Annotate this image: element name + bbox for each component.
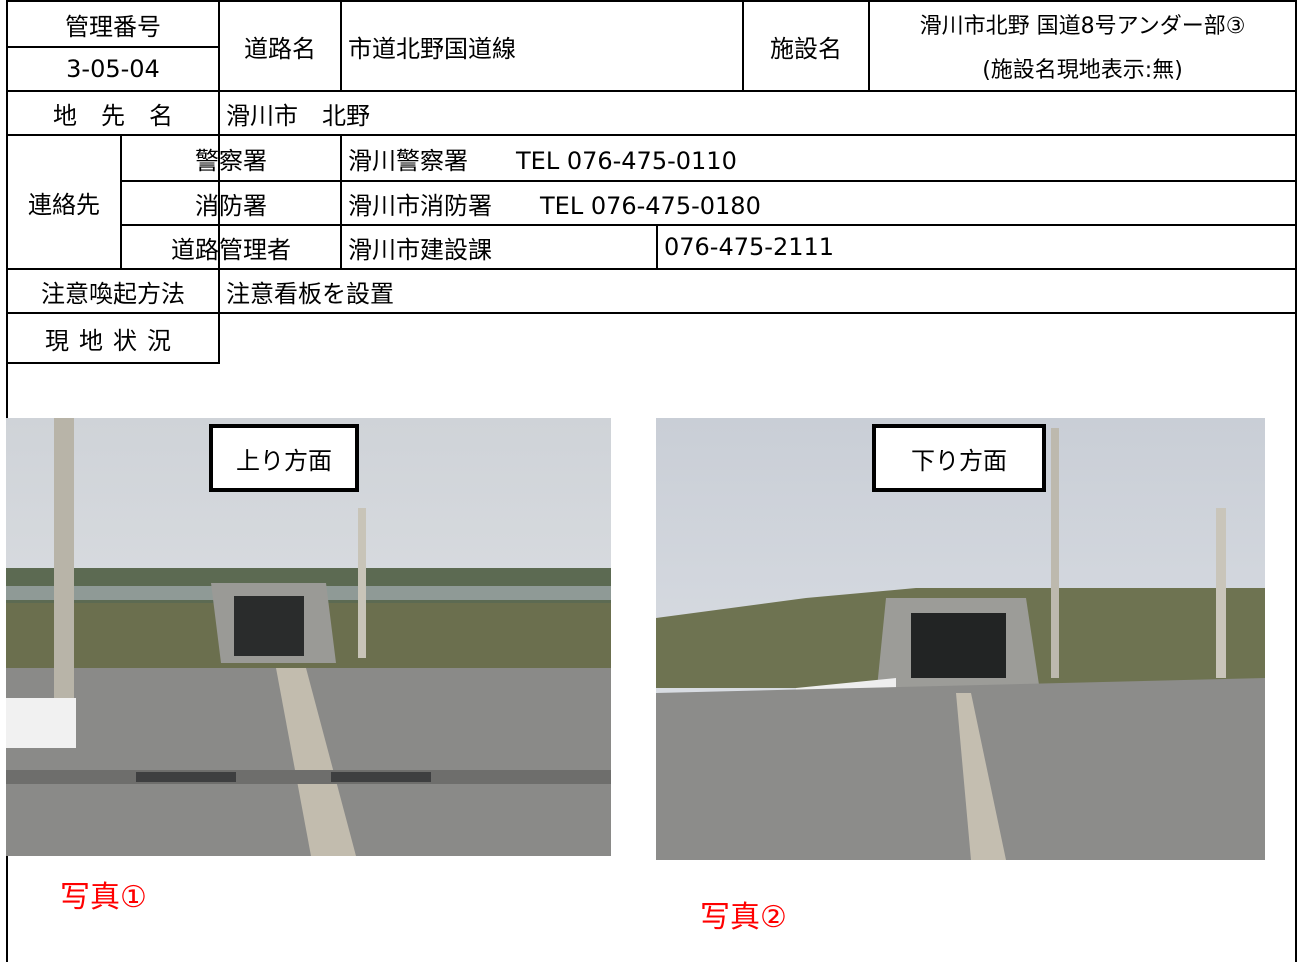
location-value: 滑川市 北野 bbox=[226, 101, 370, 130]
table-border-right bbox=[1295, 0, 1297, 962]
photo-up-direction-label: 上り方面 bbox=[209, 424, 359, 492]
table-rule bbox=[6, 312, 1297, 314]
table-rule bbox=[742, 0, 744, 92]
table-rule bbox=[6, 362, 218, 364]
table-rule bbox=[120, 224, 1297, 226]
fire-label: 消防署 bbox=[195, 191, 267, 220]
road-admin-value: 滑川市建設課 bbox=[348, 235, 492, 264]
table-rule bbox=[6, 46, 218, 48]
road-name-value: 市道北野国道線 bbox=[348, 34, 516, 63]
facility-name-line2: (施設名現地表示:無) bbox=[982, 58, 1183, 83]
caution-label: 注意喚起方法 bbox=[41, 279, 185, 308]
table-rule bbox=[120, 180, 1297, 182]
table-rule bbox=[340, 0, 342, 92]
police-label: 警察署 bbox=[195, 146, 267, 175]
photo-2-caption: 写真② bbox=[700, 900, 787, 935]
location-label: 地 先 名 bbox=[53, 101, 173, 130]
facility-name-line1: 滑川市北野 国道8号アンダー部③ bbox=[919, 14, 1246, 39]
table-rule bbox=[340, 134, 342, 270]
site-status-label: 現地状況 bbox=[45, 326, 181, 355]
contact-label: 連絡先 bbox=[28, 190, 100, 219]
mgmt-number-value: 3-05-04 bbox=[66, 55, 160, 83]
road-name-label: 道路名 bbox=[244, 34, 316, 63]
table-rule bbox=[120, 134, 122, 270]
police-value: 滑川警察署 TEL 076-475-0110 bbox=[348, 146, 737, 175]
facility-name-label: 施設名 bbox=[770, 34, 842, 63]
table-rule bbox=[6, 90, 1297, 92]
table-border-top bbox=[6, 0, 1297, 2]
table-rule bbox=[656, 224, 658, 270]
road-admin-tel: 076-475-2111 bbox=[664, 233, 835, 261]
fire-value: 滑川市消防署 TEL 076-475-0180 bbox=[348, 191, 761, 220]
table-rule bbox=[868, 0, 870, 92]
table-rule bbox=[6, 134, 1297, 136]
photo-down-direction-label: 下り方面 bbox=[872, 424, 1046, 492]
photo-1-caption: 写真① bbox=[60, 880, 147, 915]
road-admin-label: 道路管理者 bbox=[171, 235, 291, 264]
caution-value: 注意看板を設置 bbox=[226, 279, 394, 308]
table-rule bbox=[218, 0, 220, 364]
table-rule bbox=[6, 268, 1297, 270]
mgmt-number-label: 管理番号 bbox=[65, 12, 161, 41]
